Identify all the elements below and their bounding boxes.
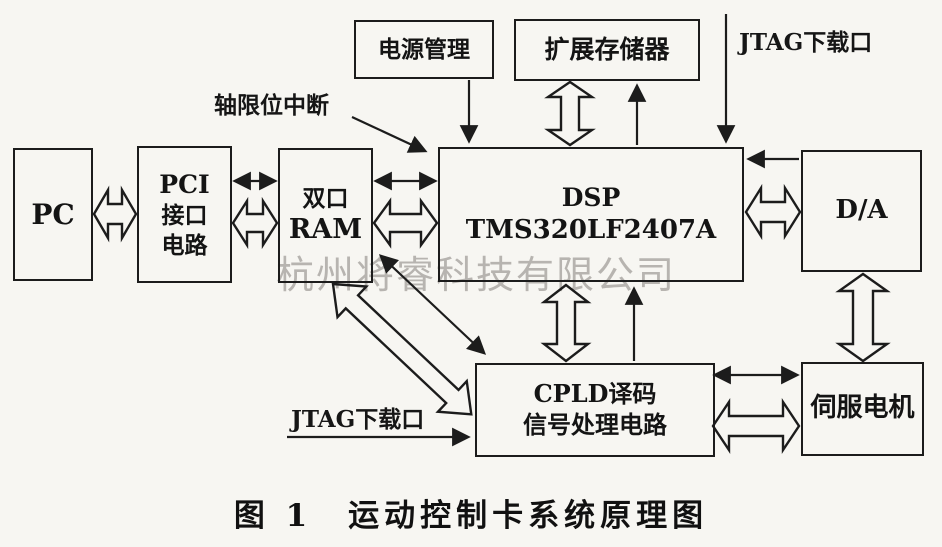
node-da-label: D/A [835,195,888,226]
arrow-hollow-da-servo [835,272,891,363]
node-servo-label: 伺服电机 [810,393,915,424]
node-pci-label-line1: PCI [159,170,210,200]
node-pci-label-line3: 电路 [161,231,208,259]
arrow-hollow-dsp-da [744,183,802,241]
node-dual-port-ram: 双口 RAM [278,148,373,283]
node-pci-interface: PCI 接口 电路 [137,146,232,283]
arrow-hollow-pci-ram [231,196,279,250]
node-power-management: 电源管理 [354,20,494,79]
node-power-label: 电源管理 [378,35,470,63]
node-pci-label-line2: 接口 [161,202,208,230]
node-ram-label-line1: 双口 [302,184,349,212]
node-cpld-decode: CPLD译码 信号处理电路 [475,363,715,457]
node-da-converter: D/A [801,150,922,272]
jtag-port-top-label: JTAG下载口 [739,29,873,56]
arrow-axis-limit-to-dsp [351,116,428,153]
arrow-hollow-memory-dsp [544,80,596,147]
node-dsp: DSP TMS320LF2407A [438,147,744,282]
arrow-hollow-pc-pci [92,185,138,243]
arrow-hollow-ram-dsp [372,197,439,249]
node-cpld-label-line1: CPLD译码 [533,379,657,409]
node-extended-memory: 扩展存储器 [514,19,700,81]
axis-limit-interrupt-label: 轴限位中断 [214,92,329,119]
node-memory-label: 扩展存储器 [544,35,670,64]
arrow-hollow-cpld-servo [711,398,801,454]
node-pc-label: PC [31,197,75,231]
node-cpld-label-line2: 信号处理电路 [523,410,667,439]
node-pc: PC [13,148,93,281]
node-dsp-label-line2: TMS320LF2407A [465,214,717,245]
node-ram-label-line2: RAM [288,213,363,245]
jtag-port-bottom-label: JTAG下载口 [291,406,425,433]
node-dsp-label-line1: DSP [561,182,621,212]
figure-caption: 图 1 运动控制卡系统原理图 [233,498,709,534]
node-servo-motor: 伺服电机 [801,362,924,456]
